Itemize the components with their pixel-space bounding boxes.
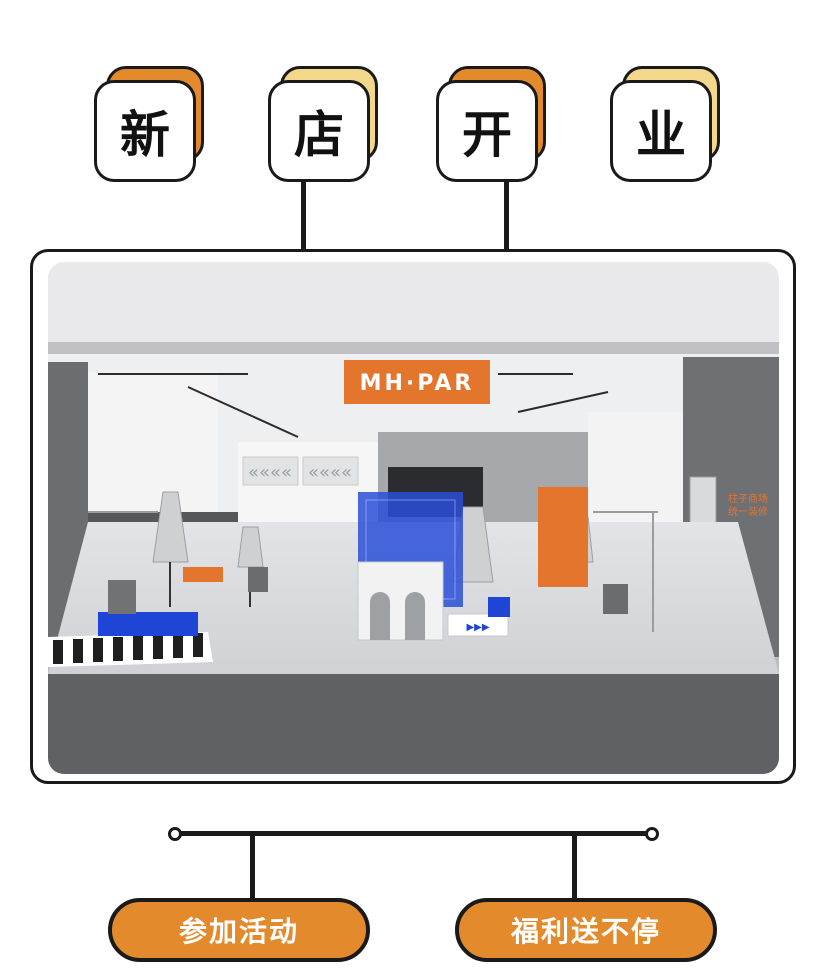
svg-text:««««: «««« — [248, 462, 292, 483]
svg-text:▶▶▶: ▶▶▶ — [466, 622, 489, 633]
store-photo: «««« «««« 柱子商场 统一装修 MH·PAR — [48, 262, 779, 774]
title-card-2: 店 — [268, 66, 378, 182]
benefits-button[interactable]: 福利送不停 — [455, 898, 717, 962]
title-card-3: 开 — [436, 66, 546, 182]
bottom-bar — [176, 831, 652, 836]
svg-text:««««: «««« — [308, 462, 352, 483]
wall-note-line-2: 统一装修 — [728, 505, 768, 518]
join-activity-button[interactable]: 参加活动 — [108, 898, 370, 962]
top-connector-right — [504, 182, 509, 250]
top-connector-left — [301, 182, 306, 250]
wall-note-line-1: 柱子商场 — [728, 492, 768, 505]
title-char: 店 — [268, 80, 370, 182]
bar-end-left — [168, 827, 182, 841]
benefits-label: 福利送不停 — [510, 915, 661, 948]
title-char: 新 — [94, 80, 196, 182]
bar-end-right — [645, 827, 659, 841]
title-char: 业 — [610, 80, 712, 182]
title-card-1: 新 — [94, 66, 204, 182]
join-activity-label: 参加活动 — [178, 915, 299, 948]
store-illustration: «««« «««« 柱子商场 统一装修 MH·PAR — [48, 262, 779, 774]
store-sign-text: MH·PAR — [360, 371, 475, 396]
bottom-connector-right — [572, 836, 577, 900]
title-char: 开 — [436, 80, 538, 182]
title-card-4: 业 — [610, 66, 720, 182]
bottom-connector-left — [250, 836, 255, 900]
